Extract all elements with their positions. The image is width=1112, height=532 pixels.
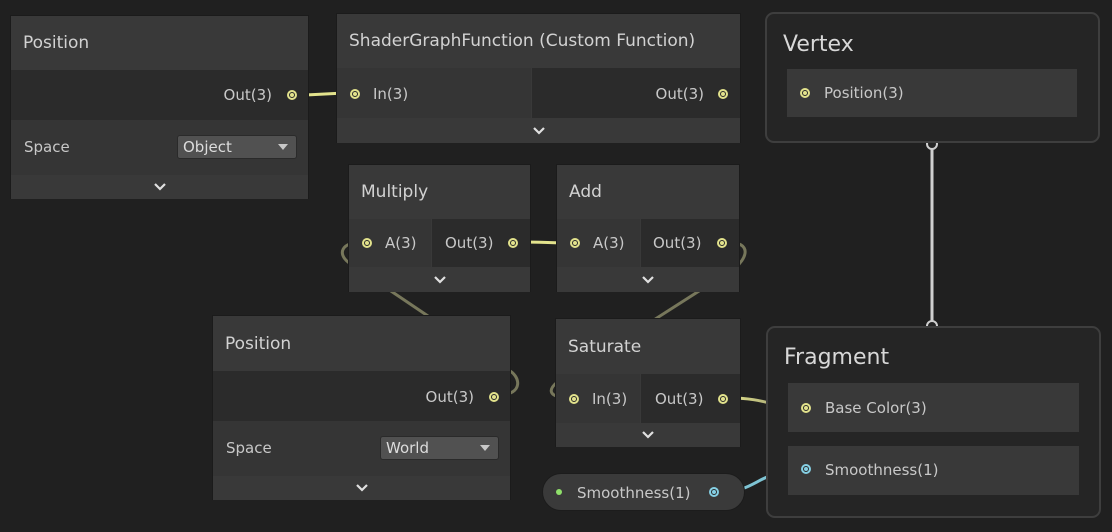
fragment-stack[interactable]: Fragment Base Color(3) Smoothness(1) [766,326,1101,518]
space-row: Space Object [11,120,308,175]
multiply-node[interactable]: Multiply A(3) Out(3) [348,164,531,292]
custom-function-node[interactable]: ShaderGraphFunction (Custom Function) In… [336,13,741,143]
chevron-down-icon [642,275,654,284]
input-row: A(3) [557,219,640,267]
output-port-icon[interactable] [718,89,728,99]
output-port-icon[interactable] [717,238,727,248]
input-label: In(3) [373,85,409,103]
fragment-base-color-block[interactable]: Base Color(3) [788,383,1079,432]
collapse-toggle[interactable] [337,118,740,143]
space-dropdown-value: Object [183,138,232,156]
property-dot-icon [556,489,562,495]
output-port-icon[interactable] [508,238,518,248]
position-object-node[interactable]: Position Out(3) Space Object [10,15,309,199]
output-label: Out(3) [655,85,704,103]
collapse-toggle[interactable] [557,267,739,292]
block-label: Smoothness(1) [825,461,939,479]
output-row: Out(3) [213,371,510,421]
node-title: Position [11,16,308,70]
output-row: Out(3) [532,68,740,118]
output-port-icon[interactable] [489,392,499,402]
input-row: A(3) [349,219,431,267]
chevron-down-icon [532,126,545,135]
chevron-down-icon [355,484,368,492]
input-label: A(3) [593,234,625,252]
space-dropdown[interactable]: Object [177,135,297,159]
output-label: Out(3) [653,234,702,252]
fragment-title: Fragment [784,345,890,370]
output-label: Out(3) [223,86,272,104]
dropdown-arrow-icon [480,445,490,451]
input-row: In(3) [337,68,531,118]
node-title: Position [213,316,510,371]
input-port-icon[interactable] [800,88,810,98]
input-port-icon[interactable] [350,89,360,99]
input-row: In(3) [556,374,640,423]
space-dropdown[interactable]: World [380,436,499,460]
block-label: Base Color(3) [825,399,927,417]
collapse-toggle[interactable] [556,423,740,447]
vertex-position-block[interactable]: Position(3) [787,69,1077,117]
output-label: Out(3) [445,234,494,252]
input-port-icon[interactable] [569,394,579,404]
property-output-port-icon[interactable] [709,487,719,497]
vertex-stack[interactable]: Vertex Position(3) [765,12,1100,143]
output-row: Out(3) [641,374,740,423]
chevron-down-icon [433,275,446,284]
node-title: Saturate [556,319,740,374]
output-row: Out(3) [432,219,530,267]
output-port-icon[interactable] [287,90,297,100]
space-label: Space [226,439,272,457]
chevron-down-icon [642,431,654,439]
smoothness-property-node[interactable]: Smoothness(1) [542,473,745,511]
output-label: Out(3) [425,388,474,406]
space-row: Space World [213,421,510,476]
input-port-icon[interactable] [801,403,811,413]
position-world-node[interactable]: Position Out(3) Space World [212,315,511,500]
input-label: In(3) [592,390,628,408]
property-label: Smoothness(1) [577,484,691,502]
chevron-down-icon [153,183,166,191]
fragment-smoothness-block[interactable]: Smoothness(1) [788,446,1079,495]
input-label: A(3) [385,234,417,252]
space-dropdown-value: World [386,439,429,457]
vertex-title: Vertex [783,32,854,57]
saturate-node[interactable]: Saturate In(3) Out(3) [555,318,741,447]
node-title: Add [557,165,739,219]
output-label: Out(3) [655,390,704,408]
collapse-toggle[interactable] [213,476,510,500]
output-port-icon[interactable] [718,394,728,404]
node-title: ShaderGraphFunction (Custom Function) [337,14,740,68]
output-row: Out(3) [11,70,308,120]
collapse-toggle[interactable] [11,175,308,199]
input-port-icon[interactable] [801,464,811,474]
space-label: Space [24,138,70,156]
input-port-icon[interactable] [570,238,580,248]
collapse-toggle[interactable] [349,267,530,292]
dropdown-arrow-icon [278,144,288,150]
input-port-icon[interactable] [362,238,372,248]
node-title: Multiply [349,165,530,219]
add-node[interactable]: Add A(3) Out(3) [556,164,740,292]
output-row: Out(3) [641,219,739,267]
block-label: Position(3) [824,84,904,102]
